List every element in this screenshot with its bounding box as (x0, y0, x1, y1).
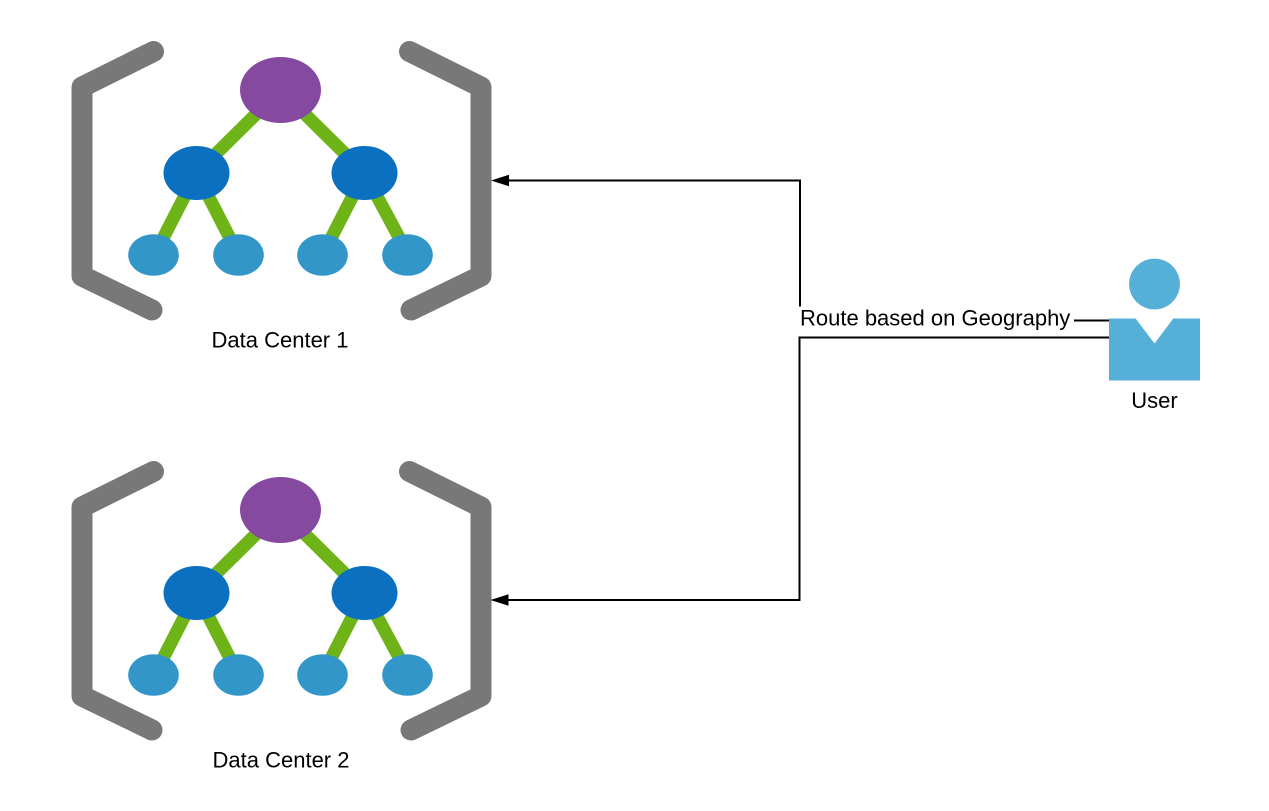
svg-text:Data Center 2: Data Center 2 (213, 748, 350, 773)
svg-text:Data Center 1: Data Center 1 (212, 328, 349, 353)
svg-text:User: User (1131, 388, 1177, 413)
svg-text:Route based on Geography: Route based on Geography (800, 305, 1070, 330)
